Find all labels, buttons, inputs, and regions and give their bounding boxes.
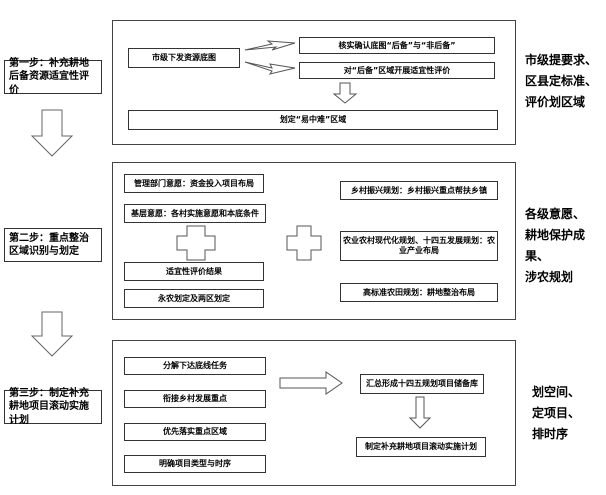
side-note-2: 各级意愿、 耕地保护成果、 涉农规划 <box>525 204 606 288</box>
step1-label: 第一步：补充耕地后备资源适宜性评价 <box>4 58 102 96</box>
verify-box: 核实确认底图“后备”与“非后备” <box>299 37 495 54</box>
side-note-1-line2: 区县定标准、 <box>525 74 598 88</box>
rolling-plan-box: 制定补充耕地项目滚动实施计划 <box>356 437 486 457</box>
evaluate-box: 对“后备”区域开展适宜性评价 <box>299 62 495 79</box>
plus-icon-left <box>176 225 216 261</box>
side-note-3-line3: 排时序 <box>532 427 569 441</box>
mgmt-intent-box: 管理部门意愿：资金投入项目布局 <box>124 174 264 193</box>
suitability-result-box: 适宜性评价结果 <box>124 262 264 281</box>
side-note-1-line1: 市级提要求、 <box>525 53 598 67</box>
base-to-verify-arrow-icon <box>244 40 296 51</box>
step2-down-arrow-icon <box>30 311 74 357</box>
step2-label: 第二步：重点整治区域识别与划定 <box>4 228 102 262</box>
side-note-2-line1: 各级意愿、 <box>525 207 586 221</box>
stage3-right-arrow-icon <box>279 371 343 395</box>
rural-revitalization-box: 乡村振兴规划：乡村振兴重点帮扶乡镇 <box>340 181 498 200</box>
side-note-1-line3: 评价划区域 <box>525 95 586 109</box>
base-to-evaluate-arrow-icon <box>244 61 296 75</box>
prioritize-box: 优先落实重点区域 <box>124 423 266 441</box>
evaluate-down-arrow-icon <box>332 82 358 104</box>
project-pool-box: 汇总形成十四五规划项目储备库 <box>360 374 484 394</box>
link-rural-box: 衔接乡村发展重点 <box>124 390 266 408</box>
stage3-down-arrow-icon <box>408 396 432 429</box>
delimit-box: 划定“易中难”区域 <box>128 110 498 130</box>
plus-icon-right <box>286 225 322 261</box>
farmland-zones-box: 永农划定及两区划定 <box>124 289 264 308</box>
high-std-farmland-box: 高标准农田规划：耕地整治布局 <box>340 283 498 302</box>
side-note-2-line2: 耕地保护成果、 <box>525 228 586 263</box>
step1-down-arrow-icon <box>30 109 74 157</box>
specify-box: 明确项目类型与时序 <box>124 455 266 473</box>
step3-label: 第三步：制定补充耕地项目滚动实施计划 <box>4 388 102 426</box>
side-note-2-line3: 涉农规划 <box>525 270 574 284</box>
side-note-3: 划空间、 定项目、 排时序 <box>532 382 580 445</box>
agri-modernization-box: 农业农村现代化规划、十四五发展规划：农业产业布局 <box>340 231 498 261</box>
base-map-box: 市级下发资源底图 <box>128 48 240 68</box>
side-note-3-line1: 划空间、 <box>532 385 581 399</box>
decompose-box: 分解下达底线任务 <box>124 357 266 375</box>
side-note-3-line2: 定项目、 <box>532 406 581 420</box>
side-note-1: 市级提要求、 区县定标准、 评价划区域 <box>525 50 597 113</box>
grassroots-intent-box: 基层意愿：各村实施意愿和本底条件 <box>124 204 266 223</box>
